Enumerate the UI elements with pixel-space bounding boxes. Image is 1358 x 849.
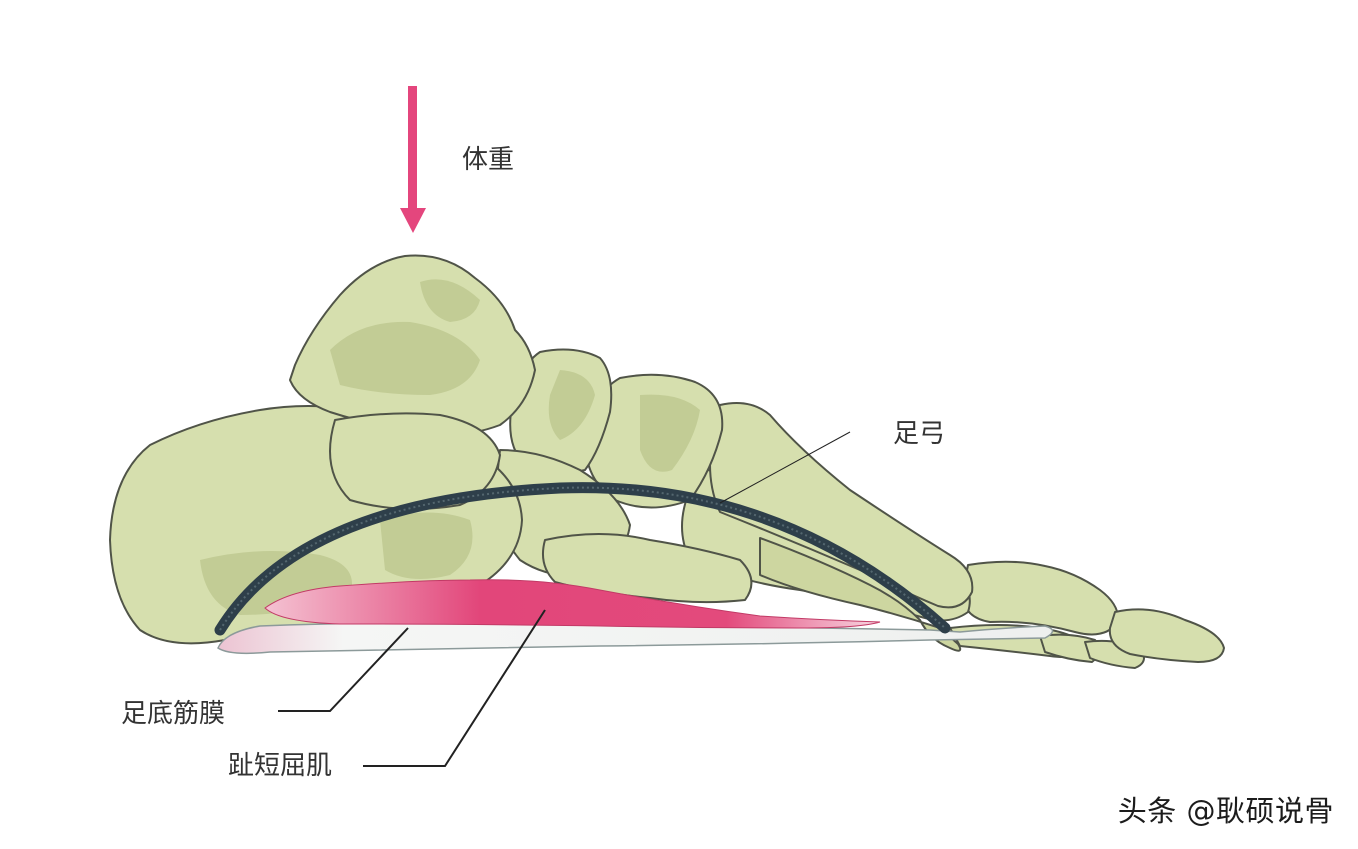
flexor-digitorum-brevis-label: 趾短屈肌 bbox=[228, 751, 333, 781]
watermark-text: 头条 @耿硕说骨 bbox=[1117, 794, 1334, 828]
body-weight-label: 体重 bbox=[462, 145, 515, 175]
plantar-fascia-label: 足底筋膜 bbox=[121, 699, 226, 729]
flexor-digitorum-brevis-muscle bbox=[264, 579, 881, 629]
toe-bones bbox=[949, 560, 1225, 669]
body-weight-arrow bbox=[400, 86, 426, 233]
foot-arch-label: 足弓 bbox=[893, 419, 946, 449]
midfoot-bones bbox=[494, 348, 753, 604]
heel-bones bbox=[109, 254, 536, 645]
leader-lines bbox=[278, 431, 851, 767]
